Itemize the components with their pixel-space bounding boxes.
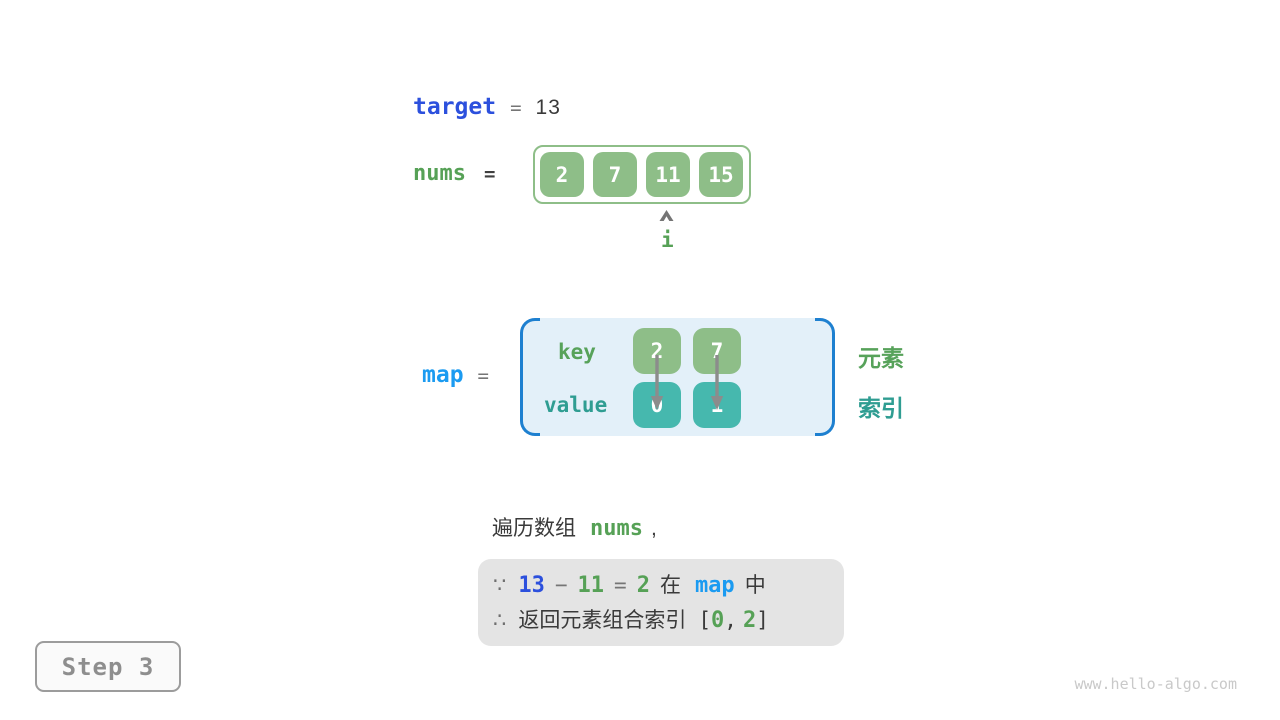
key-value-arrow-icon [650, 355, 664, 410]
caption-comma: , [650, 517, 657, 540]
in-text: 在 [659, 574, 681, 597]
result-index-first: 0 [711, 608, 725, 633]
index-side-label: 索引 [858, 395, 904, 421]
map-assignment: map = [422, 362, 503, 388]
map-keyword: map [694, 573, 735, 598]
nums-keyword: nums [590, 516, 643, 541]
equals-sign: = [483, 163, 496, 185]
array-cell: 2 [540, 152, 584, 197]
current-element-ref: 11 [577, 573, 605, 598]
therefore-symbol: ∴ [493, 609, 507, 632]
nums-keyword: nums [413, 161, 466, 186]
conclusion-line-therefore: ∴ 返回元素组合索引 [0,2] [493, 603, 844, 638]
index-pointer-label: i [661, 228, 674, 252]
equals-sign: = [614, 573, 627, 597]
step-badge: Step 3 [35, 641, 181, 692]
key-value-arrow-icon [710, 355, 724, 410]
target-assignment: target = 13 [413, 94, 561, 120]
open-bracket: [ [698, 608, 712, 632]
caption-sentence: 遍历数组 nums , [492, 512, 657, 542]
pointer-caret-icon [659, 210, 674, 221]
return-text: 返回元素组合索引 [518, 609, 687, 632]
array-cell: 15 [699, 152, 743, 197]
because-symbol: ∵ [493, 574, 507, 597]
result-index-second: 2 [742, 608, 757, 633]
map-value-row-label: value [544, 393, 608, 417]
map-container: key value 2 7 0 1 [520, 318, 835, 436]
target-value: 13 [535, 96, 561, 119]
target-value-ref: 13 [518, 573, 545, 598]
target-keyword: target [413, 94, 497, 120]
nums-assignment: nums = [413, 161, 495, 186]
comma: , [724, 608, 737, 632]
equals-sign: = [477, 365, 489, 387]
nums-array: 2 7 11 15 [533, 145, 751, 204]
element-side-label: 元素 [858, 345, 904, 371]
minus-sign: − [554, 573, 568, 597]
complement-value: 2 [636, 573, 650, 598]
array-cell: 7 [593, 152, 637, 197]
map-key-row-label: key [558, 340, 596, 364]
watermark: www.hello-algo.com [1074, 675, 1237, 693]
close-bracket: ] [756, 608, 769, 632]
equals-sign: = [510, 97, 522, 119]
caption-prefix: 遍历数组 [492, 517, 576, 540]
suffix-text: 中 [744, 574, 766, 597]
map-keyword: map [422, 362, 464, 388]
array-cell: 11 [646, 152, 690, 197]
